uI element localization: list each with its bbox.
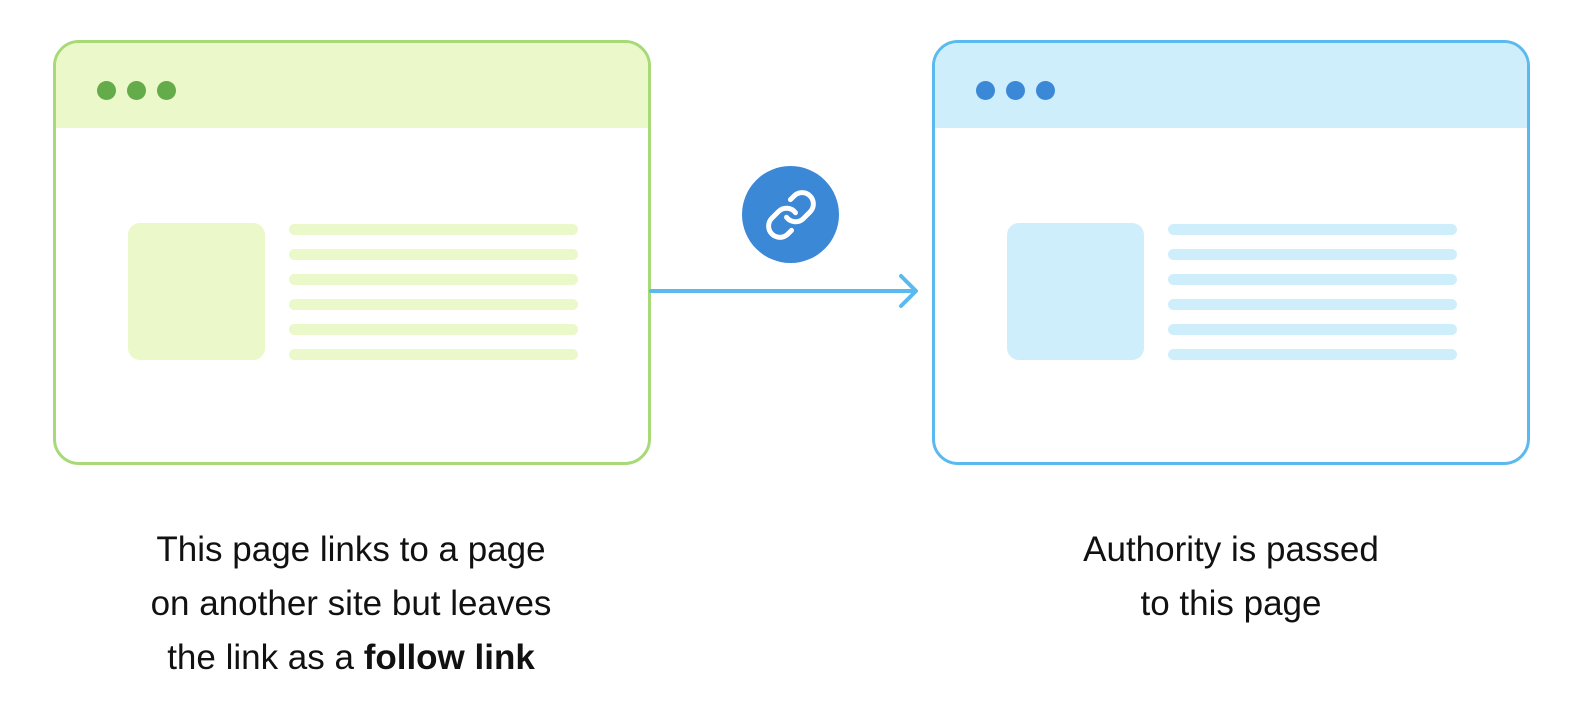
text-line — [289, 249, 578, 260]
link-badge — [742, 166, 839, 263]
text-line — [1168, 274, 1457, 285]
text-line — [1168, 249, 1457, 260]
text-line — [289, 349, 578, 360]
caption-line: Authority is passed — [1083, 530, 1379, 569]
source-window-titlebar — [56, 43, 648, 128]
text-placeholder-lines — [1168, 224, 1457, 374]
image-placeholder — [1007, 223, 1144, 360]
window-dot — [1036, 81, 1055, 100]
caption-line: the link as a follow link — [86, 631, 616, 685]
window-dot — [97, 81, 116, 100]
window-dot — [976, 81, 995, 100]
window-dot — [1006, 81, 1025, 100]
source-caption: This page links to a page on another sit… — [86, 523, 616, 685]
window-dots — [97, 81, 176, 100]
link-icon — [765, 189, 816, 240]
window-dot — [157, 81, 176, 100]
target-caption: Authority is passed to this page — [966, 523, 1496, 631]
text-line — [289, 324, 578, 335]
text-line — [289, 224, 578, 235]
text-line — [1168, 299, 1457, 310]
window-dot — [127, 81, 146, 100]
target-page-window — [932, 40, 1530, 465]
window-dots — [976, 81, 1055, 100]
text-line — [1168, 224, 1457, 235]
caption-line: on another site but leaves — [150, 584, 552, 623]
text-line — [289, 274, 578, 285]
caption-line: This page links to a page — [156, 530, 546, 569]
image-placeholder — [128, 223, 265, 360]
target-window-titlebar — [935, 43, 1527, 128]
arrowhead-icon — [899, 274, 918, 308]
text-line — [1168, 349, 1457, 360]
caption-text: the link as a — [167, 638, 364, 677]
text-line — [289, 299, 578, 310]
text-line — [1168, 324, 1457, 335]
caption-line: to this page — [1140, 584, 1322, 623]
text-placeholder-lines — [289, 224, 578, 374]
follow-link-emphasis: follow link — [363, 638, 535, 677]
source-page-window — [53, 40, 651, 465]
